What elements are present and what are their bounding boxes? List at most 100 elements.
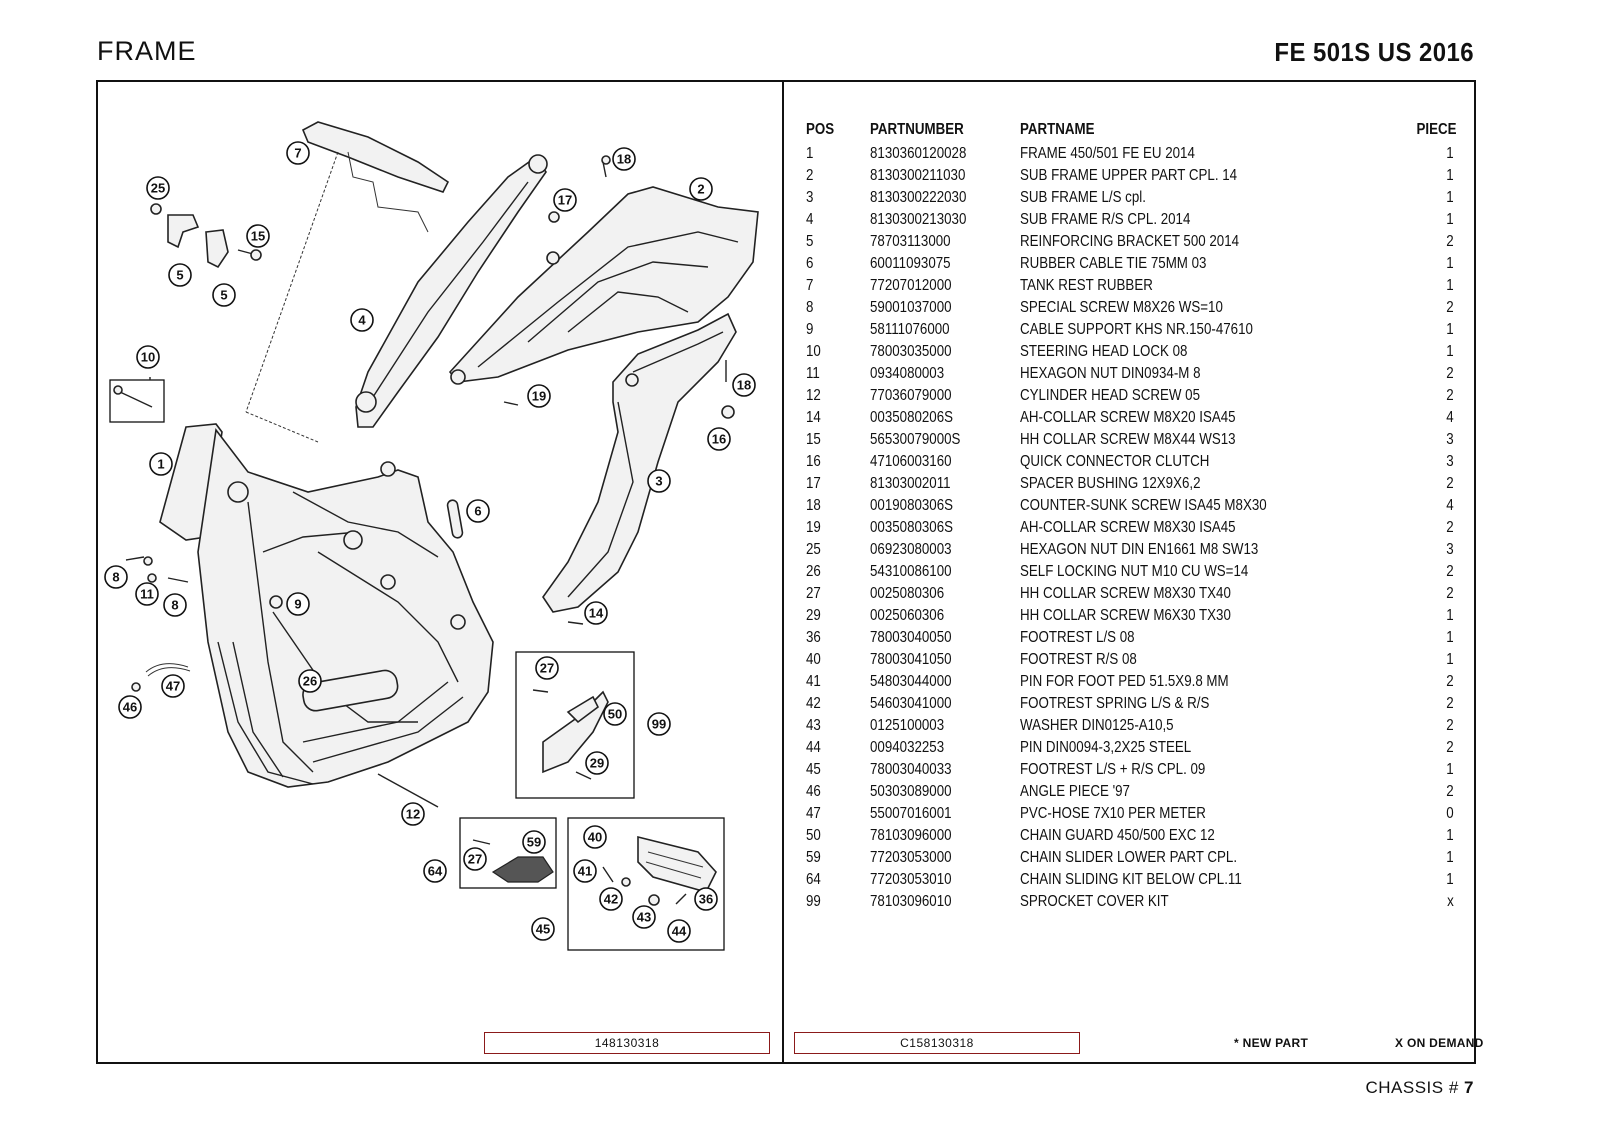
svg-text:15: 15 bbox=[251, 229, 265, 244]
svg-text:36: 36 bbox=[699, 892, 713, 907]
cell-pos: 9 bbox=[806, 321, 814, 338]
cell-piece: 1 bbox=[1446, 849, 1454, 866]
cell-pos: 3 bbox=[806, 189, 814, 206]
cell-partname: CHAIN SLIDER LOWER PART CPL. bbox=[1020, 849, 1238, 866]
svg-text:3: 3 bbox=[655, 474, 662, 489]
callout: 25 bbox=[146, 176, 170, 200]
callout: 2 bbox=[689, 177, 713, 201]
cell-partname: SUB FRAME R/S CPL. 2014 bbox=[1020, 211, 1191, 228]
cell-partnumber: 77207012000 bbox=[870, 277, 952, 294]
callout: 50 bbox=[603, 702, 627, 726]
cell-pos: 64 bbox=[806, 871, 821, 888]
cell-partname: SUB FRAME L/S cpl. bbox=[1020, 189, 1146, 206]
cell-partnumber: 77203053000 bbox=[870, 849, 952, 866]
cell-partnumber: 56530079000S bbox=[870, 431, 961, 448]
cell-piece: 2 bbox=[1446, 783, 1454, 800]
cell-piece: 1 bbox=[1446, 343, 1454, 360]
svg-text:18: 18 bbox=[617, 152, 631, 167]
callout: 9 bbox=[286, 592, 310, 616]
cell-pos: 99 bbox=[806, 893, 821, 910]
cell-partname: REINFORCING BRACKET 500 2014 bbox=[1020, 233, 1240, 250]
bracket-drawing bbox=[205, 229, 229, 269]
callout: 8 bbox=[163, 593, 187, 617]
cell-pos: 46 bbox=[806, 783, 821, 800]
cell-pos: 45 bbox=[806, 761, 821, 778]
cell-partname: FOOTREST L/S 08 bbox=[1020, 629, 1135, 646]
cell-partnumber: 0035080206S bbox=[870, 409, 954, 426]
subframe-upper-drawing bbox=[448, 186, 759, 385]
cell-partnumber: 54310086100 bbox=[870, 563, 952, 580]
svg-text:59: 59 bbox=[527, 835, 541, 850]
main-frame-drawing bbox=[159, 423, 494, 788]
cell-pos: 42 bbox=[806, 695, 821, 712]
cell-pos: 26 bbox=[806, 563, 821, 580]
callout: 18 bbox=[612, 147, 636, 171]
svg-text:7: 7 bbox=[294, 146, 301, 161]
svg-text:47: 47 bbox=[166, 679, 180, 694]
svg-text:12: 12 bbox=[406, 807, 420, 822]
cell-pos: 7 bbox=[806, 277, 814, 294]
cell-partname: PIN DIN0094-3,2X25 STEEL bbox=[1020, 739, 1192, 756]
svg-text:26: 26 bbox=[303, 674, 317, 689]
cell-piece: 3 bbox=[1446, 453, 1454, 470]
cell-partnumber: 8130300222030 bbox=[870, 189, 967, 206]
cell-piece: 2 bbox=[1446, 673, 1454, 690]
steering-lock-box bbox=[109, 379, 165, 423]
cell-partname: SUB FRAME UPPER PART CPL. 14 bbox=[1020, 167, 1238, 184]
cell-pos: 8 bbox=[806, 299, 814, 316]
svg-text:8: 8 bbox=[171, 598, 178, 613]
cell-partname: PIN FOR FOOT PED 51.5X9.8 MM bbox=[1020, 673, 1229, 690]
callout: 45 bbox=[531, 917, 555, 941]
cell-partname: HEXAGON NUT DIN0934-M 8 bbox=[1020, 365, 1201, 382]
svg-text:16: 16 bbox=[712, 432, 726, 447]
callout: 44 bbox=[667, 919, 691, 943]
cell-pos: 1 bbox=[806, 145, 814, 162]
cell-piece: 2 bbox=[1446, 475, 1454, 492]
cell-partname: SPACER BUSHING 12X9X6,2 bbox=[1020, 475, 1201, 492]
callout: 1 bbox=[149, 452, 173, 476]
callout: 29 bbox=[585, 751, 609, 775]
cell-partname: CHAIN GUARD 450/500 EXC 12 bbox=[1020, 827, 1215, 844]
cell-piece: 1 bbox=[1446, 189, 1454, 206]
cell-piece: 1 bbox=[1446, 255, 1454, 272]
callout: 6 bbox=[466, 499, 490, 523]
callout: 7 bbox=[286, 141, 310, 165]
cell-piece: 2 bbox=[1446, 563, 1454, 580]
cell-partnumber: 0934080003 bbox=[870, 365, 945, 382]
svg-text:40: 40 bbox=[588, 830, 602, 845]
svg-text:42: 42 bbox=[604, 892, 618, 907]
cell-pos: 10 bbox=[806, 343, 821, 360]
cell-partname: QUICK CONNECTOR CLUTCH bbox=[1020, 453, 1210, 470]
callout: 5 bbox=[168, 263, 192, 287]
model-title: FE 501S US 2016 bbox=[1274, 37, 1474, 67]
svg-text:43: 43 bbox=[637, 910, 651, 925]
cell-partname: HH COLLAR SCREW M8X30 TX40 bbox=[1020, 585, 1231, 602]
cell-pos: 40 bbox=[806, 651, 821, 668]
callout: 40 bbox=[583, 825, 607, 849]
cell-partname: SPROCKET COVER KIT bbox=[1020, 893, 1169, 910]
cell-partnumber: 78003040033 bbox=[870, 761, 952, 778]
callout: 43 bbox=[632, 905, 656, 929]
col-header-piece: PIECE bbox=[1416, 121, 1457, 138]
svg-text:5: 5 bbox=[220, 288, 227, 303]
frame-diagram-svg: 7 18 25 2 17 15 5 5 4 10 18 19 16 1 3 6 … bbox=[104, 121, 759, 951]
svg-text:6: 6 bbox=[474, 504, 481, 519]
cell-pos: 36 bbox=[806, 629, 821, 646]
cell-partnumber: 8130300211030 bbox=[870, 167, 966, 184]
cell-partnumber: 78003041050 bbox=[870, 651, 952, 668]
col-header-pos: POS bbox=[806, 121, 835, 138]
chapter-label: CHASSIS # bbox=[1365, 1078, 1459, 1097]
cell-partnumber: 78003040050 bbox=[870, 629, 952, 646]
cell-partname: HEXAGON NUT DIN EN1661 M8 SW13 bbox=[1020, 541, 1259, 558]
svg-text:11: 11 bbox=[140, 587, 154, 602]
svg-text:2: 2 bbox=[697, 182, 704, 197]
